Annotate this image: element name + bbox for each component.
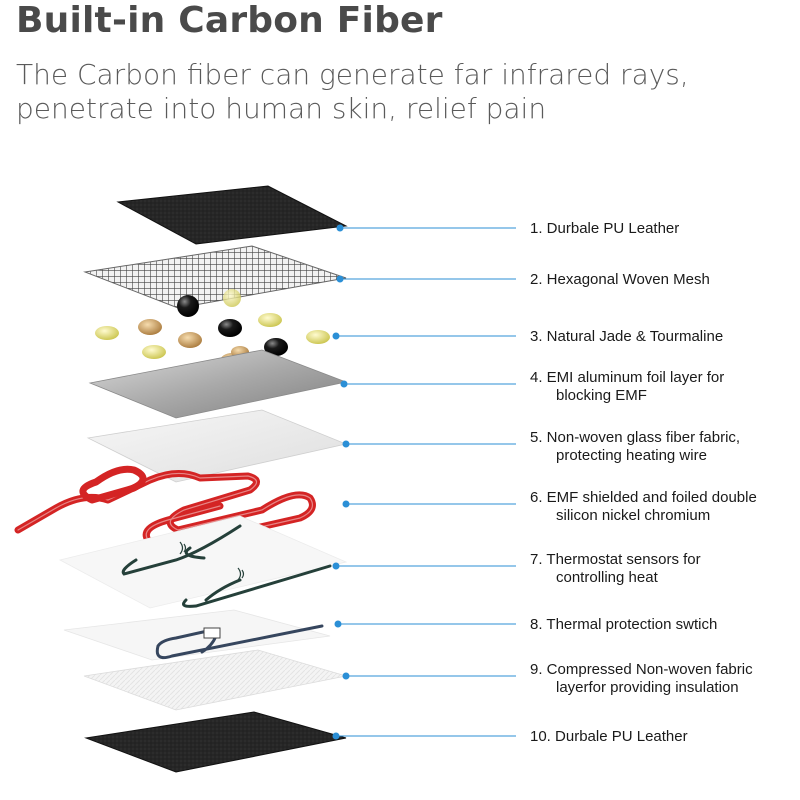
leader-dot-7: [332, 562, 340, 570]
leader-dot-8: [334, 620, 342, 628]
layer-label-7-line-2: controlling heat: [556, 569, 659, 586]
page-subtitle: The Carbon fiber can generate far infrar…: [16, 58, 689, 125]
layer-label-6: 6. EMF shielded and foiled double: [530, 489, 757, 506]
layer-label-9-line-2: layerfor providing insulation: [556, 679, 739, 696]
layer-label-4: 4. EMI aluminum foil layer for: [530, 369, 724, 386]
layer-9-compressed-fabric: [83, 649, 347, 711]
layer-label-9: 9. Compressed Non-woven fabric: [530, 661, 753, 678]
leader-dot-1: [336, 224, 344, 232]
layer-label-6-line-2: silicon nickel chromium: [556, 507, 710, 524]
sensor-signal-icon: [179, 541, 245, 581]
layer-label-4-line-2: blocking EMF: [556, 387, 647, 404]
layer-2-hexagonal-mesh: [83, 245, 347, 309]
switch-chip-icon: [203, 627, 221, 639]
leader-dot-2: [336, 275, 344, 283]
layer-1-pu-leather: [116, 185, 348, 245]
layer-label-5: 5. Non-woven glass fiber fabric,: [530, 429, 740, 446]
layer-10-pu-leather: [84, 711, 347, 773]
layer-label-10: 10. Durbale PU Leather: [530, 728, 688, 745]
layer-7-sensor-sheet: [58, 515, 348, 609]
layer-label-5-line-2: protecting heating wire: [556, 447, 707, 464]
leader-dot-4: [340, 380, 348, 388]
leader-dot-10: [332, 732, 340, 740]
layer-8-protection-switch: [155, 624, 324, 660]
layer-label-8: 8. Thermal protection swtich: [530, 616, 717, 633]
leader-dot-3: [332, 332, 340, 340]
layer-7-thermostat-wires: [121, 524, 332, 608]
layer-label-3: 3. Natural Jade & Tourmaline: [530, 328, 723, 345]
layer-label-7: 7. Thermostat sensors for: [530, 551, 701, 568]
leader-dot-5: [342, 440, 350, 448]
layer-8-protection-sheet: [63, 609, 331, 661]
layer-label-2: 2. Hexagonal Woven Mesh: [530, 271, 710, 288]
page-title: Built-in Carbon Fiber: [16, 0, 443, 41]
leader-dot-9: [342, 672, 350, 680]
layer-4-emi-foil: [88, 349, 348, 419]
layer-label-1: 1. Durbale PU Leather: [530, 220, 679, 237]
leader-dot-6: [342, 500, 350, 508]
